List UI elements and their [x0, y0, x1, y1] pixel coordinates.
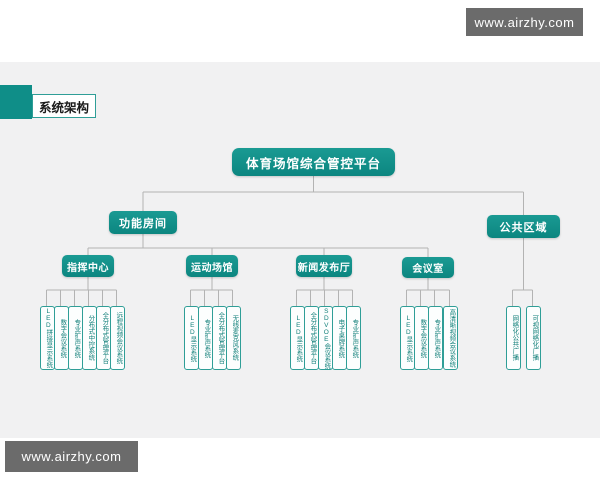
- org-group-functional-rooms: 功能房间: [109, 211, 177, 234]
- org-leaf-node: 数字会议系统: [54, 306, 69, 370]
- slide-title: 系统架构: [32, 94, 96, 118]
- org-leaf-node: 无线麦克风系统: [226, 306, 241, 370]
- org-branch-command-center: 指挥中心: [62, 255, 114, 277]
- org-leaf-node: LED显示系统: [290, 306, 305, 370]
- org-leaf-node: 专业扩声系统: [68, 306, 83, 370]
- org-leaf-node: 专业扩声系统: [346, 306, 361, 370]
- org-branch-sports-venue: 运动场馆: [186, 255, 238, 277]
- org-leaf-node: LED拼接显示系统: [40, 306, 55, 370]
- org-leaf-node: 可视网络化广播: [526, 306, 541, 370]
- org-leaf-node: 分布式中控系统: [82, 306, 97, 370]
- slide-content-background: [0, 62, 600, 438]
- org-leaf-node: LED显示系统: [400, 306, 415, 370]
- org-leaf-node: 高清晰视频会议系统: [443, 306, 458, 370]
- org-leaf-node: 电子桌牌系统: [332, 306, 347, 370]
- org-group-public-area: 公共区域: [487, 215, 560, 238]
- org-branch-meeting-room: 会议室: [402, 257, 454, 278]
- org-root-node: 体育场馆综合管控平台: [232, 148, 395, 176]
- org-leaf-node: LED显示系统: [184, 306, 199, 370]
- org-leaf-node: 数字会议系统: [414, 306, 429, 370]
- org-leaf-node: SDVOE会议系统: [318, 306, 333, 370]
- watermark-top: www.airzhy.com: [466, 8, 583, 36]
- org-leaf-node: 全分布式管理平台: [304, 306, 319, 370]
- org-leaf-node: 专业扩声系统: [198, 306, 213, 370]
- org-leaf-node: 网络化公共广播: [506, 306, 521, 370]
- org-leaf-node: 远程视频会议系统: [110, 306, 125, 370]
- org-leaf-node: 全分布式管理平台: [212, 306, 227, 370]
- watermark-bottom: www.airzhy.com: [5, 441, 138, 472]
- org-branch-press-hall: 新闻发布厅: [296, 255, 352, 277]
- org-leaf-node: 全分布式管理平台: [96, 306, 111, 370]
- org-leaf-node: 专业扩声系统: [428, 306, 443, 370]
- title-accent-block: [0, 85, 32, 119]
